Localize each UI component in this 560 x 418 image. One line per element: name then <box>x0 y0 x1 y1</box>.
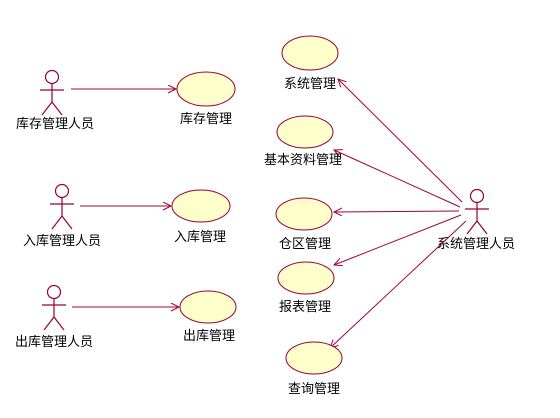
use-case-basic-data-management <box>276 115 334 149</box>
use-case-label: 仓区管理 <box>279 237 331 252</box>
use-case-stock-out-management <box>179 290 237 324</box>
actor-right-leg <box>476 220 488 235</box>
actor-left-leg <box>51 215 63 230</box>
actor-stock-out-manager <box>42 284 66 331</box>
actor-head <box>54 183 70 199</box>
use-case-label: 出库管理 <box>183 328 235 344</box>
use-case-label: 基本资料管理 <box>264 153 342 168</box>
actor-label: 系统管理人员 <box>437 237 515 252</box>
actor-head <box>46 284 62 300</box>
use-case-system-management <box>281 35 339 71</box>
use-case-inventory-management <box>176 71 236 107</box>
use-case-label: 入库管理 <box>174 229 226 245</box>
actor-label: 入库管理人员 <box>23 233 101 249</box>
use-case-report-management <box>277 261 335 295</box>
actor-head <box>469 188 485 204</box>
use-case-label: 系统管理 <box>284 77 336 92</box>
actor-left-leg <box>41 101 53 116</box>
actor-right-leg <box>61 215 73 230</box>
actor-right-leg <box>53 316 65 331</box>
actor-head <box>44 69 60 85</box>
use-case-label: 查询管理 <box>288 382 340 397</box>
actor-left-leg <box>466 220 478 235</box>
actor-inventory-manager <box>40 69 64 116</box>
association-arrow-query-management <box>330 220 467 348</box>
use-case-warehouse-area-management <box>275 197 333 231</box>
association-arrow-warehouse-area-management <box>334 211 460 212</box>
actor-right-leg <box>51 101 63 116</box>
actor-stock-in-manager <box>50 183 74 230</box>
actor-label: 库存管理人员 <box>16 116 94 132</box>
use-case-query-management <box>285 341 343 375</box>
use-case-stock-in-management <box>171 189 231 223</box>
association-arrow-basic-data-management <box>334 150 461 208</box>
actor-system-administrator <box>465 188 489 235</box>
actor-left-leg <box>43 316 55 331</box>
use-case-label: 库存管理 <box>180 111 232 127</box>
association-arrow-system-management <box>338 79 463 203</box>
association-arrow-report-management <box>334 214 462 265</box>
actor-label: 出库管理人员 <box>15 334 93 350</box>
use-case-label: 报表管理 <box>279 300 331 315</box>
